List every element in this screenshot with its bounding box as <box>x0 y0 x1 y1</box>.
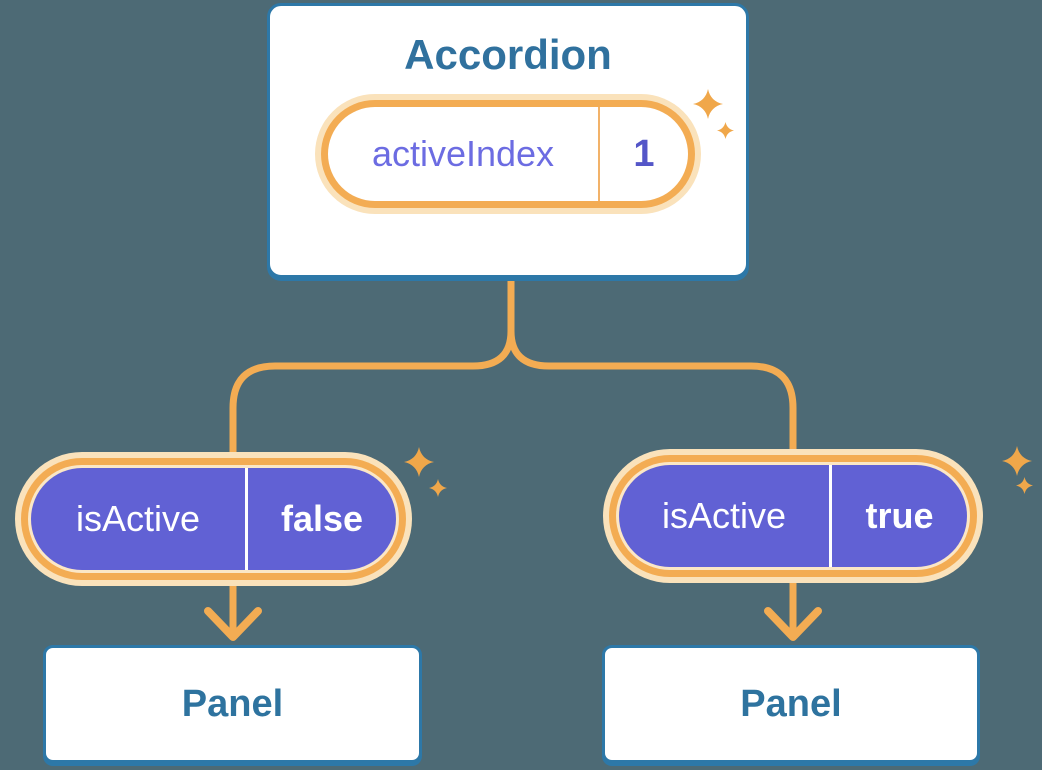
state-pill: activeIndex 1 <box>315 94 701 215</box>
pill-divider <box>245 468 248 570</box>
panel-left: Panel <box>43 645 422 763</box>
prop-pill-body: isActive false <box>31 468 396 570</box>
prop-pill-ring: isActive false <box>21 458 406 580</box>
component-title: Accordion <box>404 31 612 78</box>
prop-value: false <box>280 498 364 539</box>
prop-pill-ring: isActive true <box>609 455 977 577</box>
prop-name: isActive <box>661 495 787 536</box>
prop-pill-halo: isActive true <box>603 449 983 583</box>
state-value: 1 <box>633 132 655 175</box>
prop-pill-gap: isActive false <box>28 465 399 573</box>
prop-pill-body: isActive true <box>619 465 967 567</box>
arrow-down-icon <box>764 607 822 641</box>
accordion-card: Accordion activeIndex 1 <box>267 3 749 278</box>
prop-value: true <box>865 495 934 536</box>
panel-label: Panel <box>740 682 842 725</box>
pill-divider <box>829 465 832 567</box>
panel-right: Panel <box>602 645 980 763</box>
panel-label: Panel <box>181 682 284 725</box>
state-name: activeIndex <box>371 133 555 175</box>
prop-name: isActive <box>75 498 201 539</box>
sparkle-icon <box>1002 446 1033 494</box>
prop-pill-halo: isActive false <box>15 452 412 586</box>
prop-pill-left: isActive false <box>15 452 412 586</box>
prop-pill-gap: isActive true <box>616 462 970 570</box>
prop-pill-right: isActive true <box>603 449 983 583</box>
state-pill-body: activeIndex 1 <box>328 107 688 202</box>
arrow-down-icon <box>204 607 262 641</box>
pill-divider <box>598 107 600 202</box>
state-pill-ring: activeIndex 1 <box>321 100 695 209</box>
